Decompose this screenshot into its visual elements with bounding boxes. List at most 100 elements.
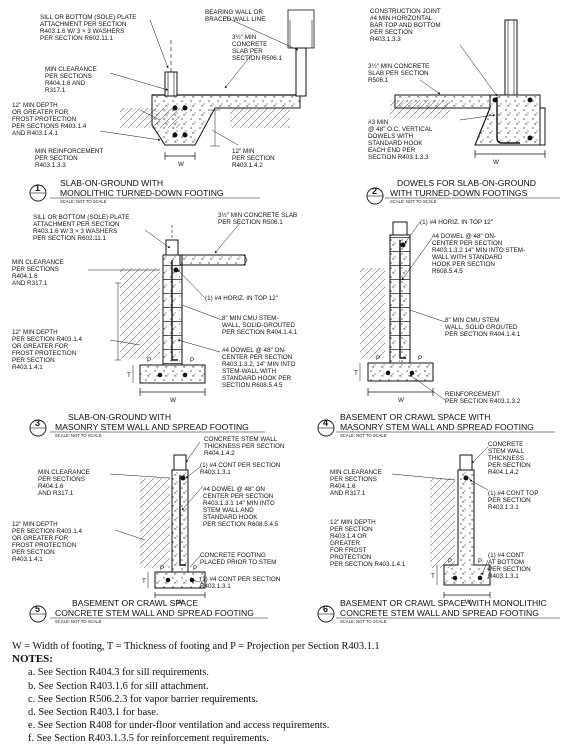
detail-6-title-line2: CONCRETE STEM WALL AND SPREAD FOOTING: [340, 608, 539, 618]
svg-text:8" MIN CMU STEM: 8" MIN CMU STEM: [445, 317, 499, 324]
svg-text:PER SECTION R404.1.4.1: PER SECTION R404.1.4.1: [222, 329, 298, 336]
svg-text:#3 MIN: #3 MIN: [368, 119, 389, 126]
svg-text:SECTION R403.1.3.3: SECTION R403.1.3.3: [368, 154, 429, 161]
svg-text:AND R317.1: AND R317.1: [38, 490, 74, 497]
svg-text:R403.1.4.1: R403.1.4.1: [12, 364, 43, 371]
detail-1-title-line2: MONOLITHIC TURNED-DOWN FOOTING: [60, 188, 224, 198]
detail-2-leaders: [419, 44, 498, 121]
detail-5-t-label: T: [142, 578, 146, 585]
detail-3-sill-label: SILL OR BOTTOM (SOLE) PLATE ATTACHMENT P…: [33, 214, 129, 242]
svg-text:FROST PROTECTION: FROST PROTECTION: [12, 116, 77, 123]
svg-text:PER SECTIONS: PER SECTIONS: [330, 476, 377, 483]
svg-text:MIN CLEARANCE: MIN CLEARANCE: [45, 66, 97, 73]
detail-2-joint-label: CONSTRUCTION JOINT #4 MIN HORIZONTAL BAR…: [370, 8, 441, 43]
svg-text:R404.1.6: R404.1.6: [330, 483, 356, 490]
svg-text:R404.1.4.2: R404.1.4.2: [488, 469, 519, 476]
note-item: b. See Section R403.1.6 for sill attachm…: [28, 680, 209, 692]
notes-section: W = Width of footing, T = Thickness of f…: [12, 640, 562, 746]
svg-text:WALL, SOLID-GROUTED: WALL, SOLID-GROUTED: [222, 322, 295, 329]
detail-4-horiz-label: (1) #4 HORIZ. IN TOP 12": [420, 219, 493, 226]
detail-1-drawing: [120, 9, 315, 160]
svg-text:AT BOTTOM: AT BOTTOM: [488, 559, 524, 566]
svg-text:PER SECTION R403.1.4: PER SECTION R403.1.4: [12, 528, 82, 535]
detail-3: P P T W SILL OR BOTTOM (SOLE) PLATE ATTA…: [12, 211, 298, 438]
svg-text:12" MIN DEPTH: 12" MIN DEPTH: [330, 519, 376, 526]
detail-5-title-line2: CONCRETE STEM WALL AND SPREAD FOOTING: [55, 608, 254, 618]
detail-4-number: 4: [323, 418, 328, 428]
svg-text:SLAB PER: SLAB PER: [232, 48, 263, 55]
detail-5-clearance-label: MIN CLEARANCE PER SECTIONS R404.1.6 AND …: [38, 469, 90, 497]
detail-4-scale: SCALE: NOT TO SCALE: [340, 433, 387, 438]
detail-1-w-label: W: [178, 161, 184, 168]
detail-4-w-label: W: [398, 397, 404, 404]
svg-text:3½" MIN: 3½" MIN: [232, 33, 257, 41]
note-item: d. See Section R403.1 for base.: [28, 707, 159, 719]
detail-6-conttop-label: (1) #4 CONT TOP PER SECTION R403.1.3.1: [488, 490, 538, 511]
svg-text:CONCRETE: CONCRETE: [488, 441, 523, 448]
detail-6-t-label: T: [431, 573, 435, 580]
svg-text:STEM-WALL WITH: STEM-WALL WITH: [222, 368, 277, 375]
svg-text:R404.1.4.2: R404.1.4.2: [204, 450, 235, 457]
svg-text:PER SECTION R602.11.1: PER SECTION R602.11.1: [33, 235, 107, 242]
svg-text:SECTION R506.1: SECTION R506.1: [232, 55, 283, 62]
detail-6-stem-label: CONCRETE STEM WALL THICKNESS PER SECTION…: [488, 441, 531, 476]
detail-5-dowel-label: #4 DOWEL @ 48" ON CENTER PER SECTION R40…: [203, 486, 279, 528]
svg-text:MIN CLEARANCE: MIN CLEARANCE: [12, 259, 64, 266]
svg-text:R403.1.3.2, 14" MIN INTO: R403.1.3.2, 14" MIN INTO: [222, 361, 296, 368]
svg-text:PER SECTION: PER SECTION: [488, 566, 531, 573]
detail-6-scale: SCALE: NOT TO SCALE: [340, 619, 387, 624]
detail-1-sill-label: SILL OR BOTTOM (SOLE) PLATE ATTACHMENT P…: [40, 14, 136, 42]
svg-text:R403.1.3.1: R403.1.3.1: [488, 573, 519, 580]
svg-text:12" MIN DEPTH: 12" MIN DEPTH: [12, 102, 58, 109]
svg-text:STEM WALL: STEM WALL: [488, 448, 525, 455]
svg-text:ATTACHMENT PER SECTION: ATTACHMENT PER SECTION: [40, 21, 127, 28]
detail-3-leaders: [88, 222, 241, 353]
svg-text:PER SECTION: PER SECTION: [232, 155, 275, 162]
detail-5-scale: SCALE: NOT TO SCALE: [55, 619, 102, 624]
detail-3-clearance-label: MIN CLEARANCE PER SECTIONS R404.1.6 AND …: [12, 259, 64, 287]
detail-2-scale: SCALE: NOT TO SCALE: [390, 199, 437, 204]
svg-text:PER SECTION: PER SECTION: [35, 155, 78, 162]
detail-1-depth-label: 12" MIN DEPTH OR GREATER FOR FROST PROTE…: [12, 102, 87, 137]
svg-text:MIN REINFORCEMENT: MIN REINFORCEMENT: [35, 148, 103, 155]
footing-details-drawing: W SILL OR BOTTOM (SOLE) PLATE ATTACHMENT…: [12, 8, 560, 624]
detail-1-clearance-label: MIN CLEARANCE PER SECTIONS R404.1.6 AND …: [45, 66, 97, 94]
svg-text:PER SECTION: PER SECTION: [330, 526, 373, 533]
svg-text:PER SECTIONS: PER SECTIONS: [45, 73, 92, 80]
svg-text:PER SECTION R403.1.3.2: PER SECTION R403.1.3.2: [445, 398, 521, 405]
svg-text:R317.1: R317.1: [45, 87, 66, 94]
detail-5-depth-label: 12" MIN DEPTH PER SECTION R403.1.4 OR GR…: [12, 521, 82, 563]
svg-text:STANDARD HOOK: STANDARD HOOK: [368, 140, 423, 147]
detail-5-cont-label: (1) #4 CONT PER SECTION R403.1.3.1: [200, 462, 281, 476]
svg-text:PER SECTIONS: PER SECTIONS: [38, 476, 85, 483]
svg-text:R403.1.6 W/ 3 × 3 WASHERS: R403.1.6 W/ 3 × 3 WASHERS: [40, 28, 124, 35]
svg-text:R403.1.4.2: R403.1.4.2: [232, 162, 263, 169]
detail-6-leaders: [391, 446, 489, 576]
detail-1-title-line1: SLAB-ON-GROUND WITH: [60, 178, 163, 188]
detail-1-slab-label: 3½" MIN CONCRETE SLAB PER SECTION R506.1: [232, 33, 283, 62]
svg-text:PROTECTION: PROTECTION: [330, 554, 372, 561]
detail-1-min12-label: 12" MIN PER SECTION R403.1.4.2: [232, 148, 275, 169]
detail-5-cont2-label: (1) #4 CONT PER SECTION R403.1.3.1: [200, 576, 281, 590]
svg-text:CONCRETE STEM WALL: CONCRETE STEM WALL: [204, 436, 278, 443]
svg-text:DOWELS WITH: DOWELS WITH: [368, 133, 414, 140]
detail-3-title-line1: SLAB-ON-GROUND WITH: [68, 412, 171, 422]
detail-3-title-line2: MASONRY STEM WALL AND SPREAD FOOTING: [55, 422, 249, 432]
detail-6-contbot-label: (1) #4 CONT AT BOTTOM PER SECTION R403.1…: [488, 552, 531, 580]
svg-text:(1) #4 CONT: (1) #4 CONT: [488, 552, 524, 559]
detail-4-drawing: [359, 221, 434, 396]
svg-text:#4 DOWEL @ 48" ON-: #4 DOWEL @ 48" ON-: [222, 347, 286, 354]
detail-5: P P T W CONCRETE STEM WALL THICKNESS PER…: [12, 436, 285, 624]
svg-text:AND R317.1: AND R317.1: [12, 280, 48, 287]
svg-text:R506.1: R506.1: [368, 77, 389, 84]
svg-text:PER SECTION R602.11.1: PER SECTION R602.11.1: [40, 35, 114, 42]
detail-3-dowel-label: #4 DOWEL @ 48" ON- CENTER PER SECTION R4…: [222, 347, 296, 389]
note-item: a. See Section R404.3 for sill requireme…: [28, 667, 209, 679]
detail-3-p-right: P: [190, 357, 194, 364]
svg-text:12" MIN DEPTH: 12" MIN DEPTH: [12, 329, 58, 336]
detail-4-title-line1: BASEMENT OR CRAWL SPACE WITH: [340, 412, 490, 422]
notes-list: a. See Section R404.3 for sill requireme…: [12, 666, 562, 745]
detail-2-slab-label: 3½" MIN CONCRETE SLAB PER SECTION R506.1: [368, 62, 429, 84]
svg-text:R403.1.4.1: R403.1.4.1: [12, 556, 43, 563]
svg-text:REINFORCEMENT: REINFORCEMENT: [445, 391, 500, 398]
